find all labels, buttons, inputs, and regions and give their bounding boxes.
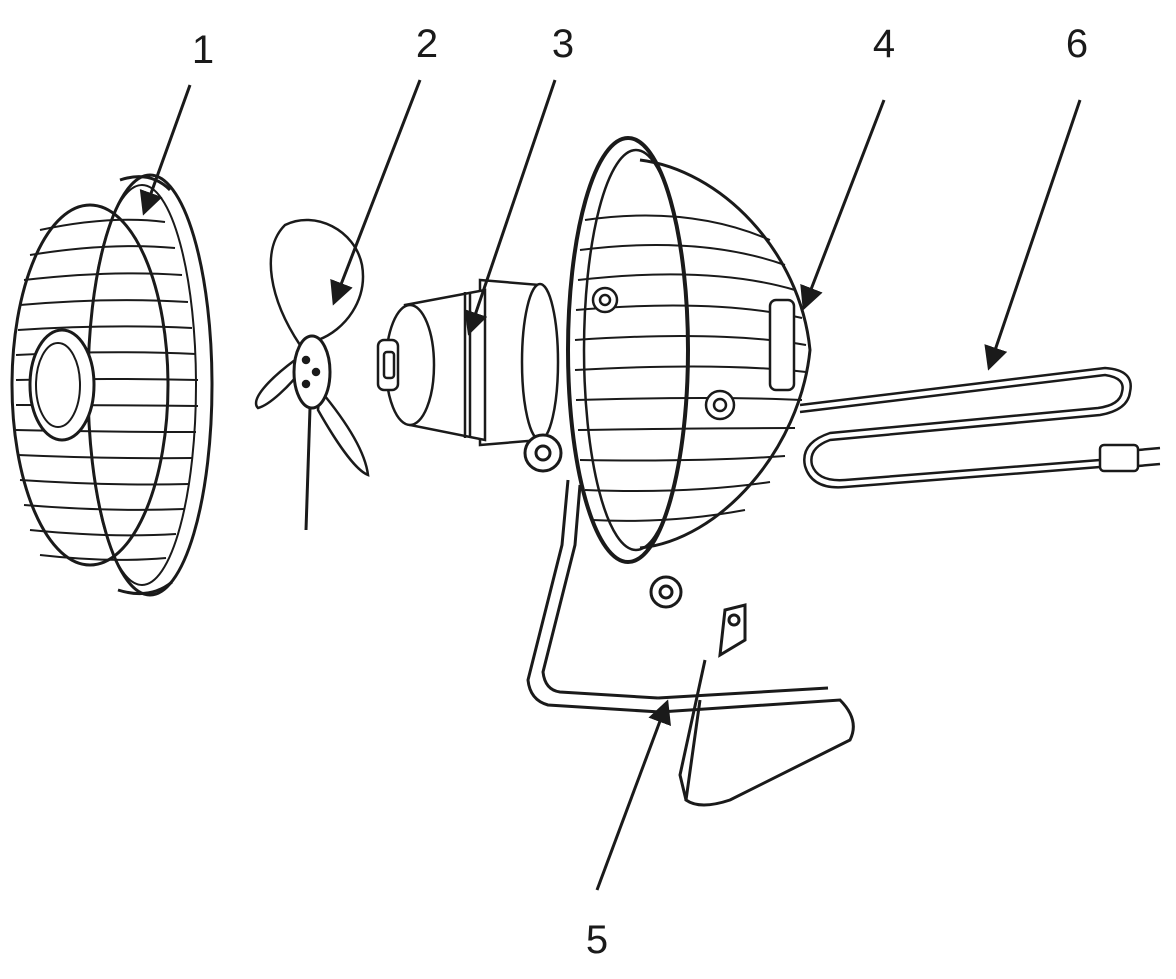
arrow-4 bbox=[800, 100, 884, 311]
stand-icon bbox=[525, 435, 853, 805]
callout-label-1: 1 bbox=[191, 28, 215, 72]
rear-grille-icon bbox=[568, 138, 810, 562]
fan-blade-icon bbox=[256, 220, 368, 530]
callout-label-6: 6 bbox=[1065, 22, 1089, 66]
callout-label-4: 4 bbox=[872, 22, 896, 66]
callout-arrows bbox=[139, 80, 1080, 890]
callout-label-5: 5 bbox=[585, 918, 609, 962]
motor-icon bbox=[378, 280, 558, 445]
arrow-5 bbox=[597, 699, 671, 890]
arrow-3 bbox=[464, 80, 555, 336]
callout-label-3: 3 bbox=[551, 22, 575, 66]
callout-label-2: 2 bbox=[415, 22, 439, 66]
arrow-6 bbox=[984, 100, 1080, 371]
front-grille-icon bbox=[12, 175, 212, 595]
arrow-2 bbox=[330, 80, 420, 306]
arrow-1 bbox=[139, 85, 190, 216]
power-cord-icon bbox=[800, 368, 1160, 487]
